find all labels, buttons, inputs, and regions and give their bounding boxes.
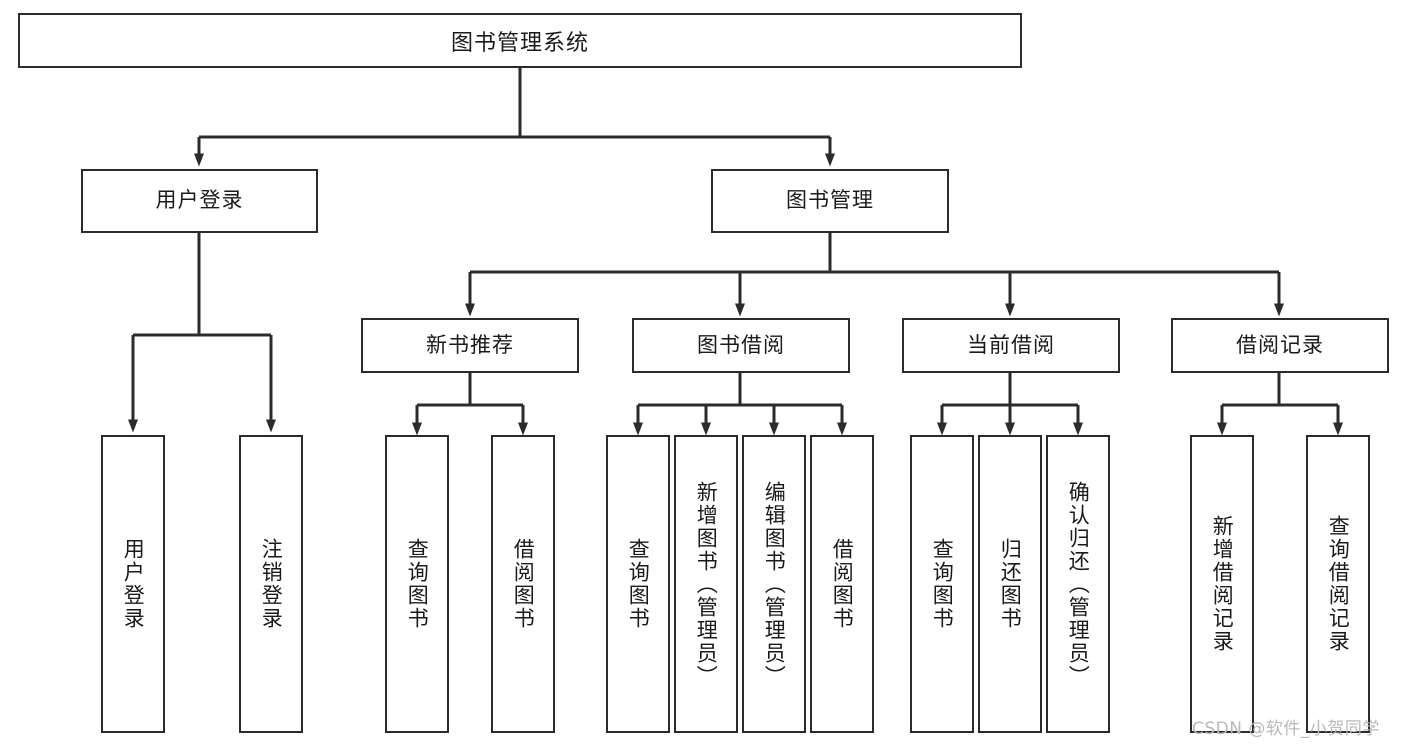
leaf-borrow-borrow-book[interactable]: 借阅图书 xyxy=(810,435,874,733)
node-current-borrow-label: 当前借阅 xyxy=(967,332,1055,357)
leaf-user-login-signin[interactable]: 用户登录 xyxy=(101,435,165,733)
leaf-label: 查询借阅记录 xyxy=(1326,515,1351,653)
node-user-login-label: 用户登录 xyxy=(155,188,244,213)
leaf-current-query-book[interactable]: 查询图书 xyxy=(910,435,974,733)
node-root-label: 图书管理系统 xyxy=(450,30,589,56)
leaf-label: 借阅图书 xyxy=(830,538,855,630)
watermark-text: CSDN @软件_小贺同学 xyxy=(1192,719,1380,739)
leaf-label: 查询图书 xyxy=(405,538,430,630)
node-book-management[interactable]: 图书管理 xyxy=(711,169,949,233)
node-book-borrow[interactable]: 图书借阅 xyxy=(632,318,850,373)
node-book-borrow-label: 图书借阅 xyxy=(697,332,785,357)
leaf-label: 查询图书 xyxy=(930,538,955,630)
node-current-borrow[interactable]: 当前借阅 xyxy=(902,318,1120,373)
leaf-label: 归还图书 xyxy=(998,538,1023,630)
node-user-login[interactable]: 用户登录 xyxy=(81,169,318,233)
leaf-new-book-query[interactable]: 查询图书 xyxy=(385,435,449,733)
leaf-borrow-edit-book[interactable]: 编辑图书（管理员） xyxy=(742,435,806,733)
node-book-management-label: 图书管理 xyxy=(786,188,874,213)
leaf-borrow-query-book[interactable]: 查询图书 xyxy=(606,435,670,733)
leaf-label: 用户登录 xyxy=(121,538,146,630)
leaf-label: 新增借阅记录 xyxy=(1210,515,1235,653)
leaf-current-confirm-return[interactable]: 确认归还（管理员） xyxy=(1046,435,1110,733)
leaf-label: 确认归还（管理员） xyxy=(1066,480,1091,688)
node-root-system[interactable]: 图书管理系统 xyxy=(18,13,1022,68)
leaf-label: 借阅图书 xyxy=(511,538,536,630)
leaf-label: 编辑图书（管理员） xyxy=(762,480,787,688)
node-borrow-record-label: 借阅记录 xyxy=(1236,332,1324,357)
leaf-label: 注销登录 xyxy=(259,538,284,630)
leaf-user-login-signout[interactable]: 注销登录 xyxy=(239,435,303,733)
leaf-borrow-add-book[interactable]: 新增图书（管理员） xyxy=(674,435,738,733)
leaf-current-return-book[interactable]: 归还图书 xyxy=(978,435,1042,733)
node-new-book-recommend-label: 新书推荐 xyxy=(426,332,514,357)
node-new-book-recommend[interactable]: 新书推荐 xyxy=(361,318,579,373)
leaf-record-query[interactable]: 查询借阅记录 xyxy=(1306,435,1370,733)
node-borrow-record[interactable]: 借阅记录 xyxy=(1171,318,1389,373)
leaf-record-add[interactable]: 新增借阅记录 xyxy=(1190,435,1254,733)
leaf-new-book-borrow[interactable]: 借阅图书 xyxy=(491,435,555,733)
leaf-label: 新增图书（管理员） xyxy=(694,480,719,688)
leaf-label: 查询图书 xyxy=(626,538,651,630)
